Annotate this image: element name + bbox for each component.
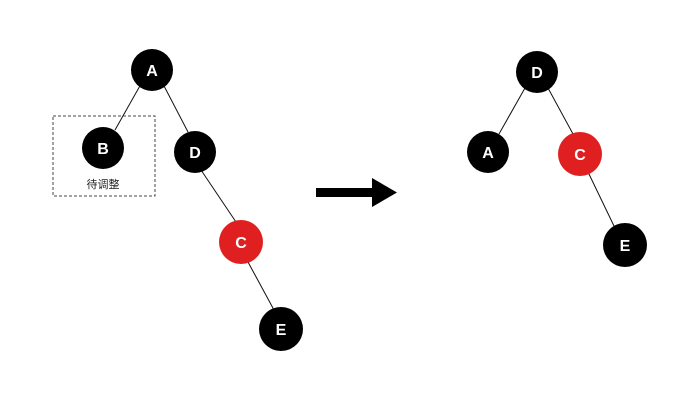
after-node-c: C [558,132,602,176]
arrow-shaft [316,188,376,197]
after-node-e-label: E [620,238,631,255]
before-node-a-circle [131,49,173,91]
before-node-a: A [131,49,173,91]
after-node-e: E [603,223,647,267]
before-node-d-label: D [189,145,201,162]
before-node-b: B [82,127,124,169]
after-node-e-circle [603,223,647,267]
after-node-d-label: D [531,65,543,82]
before-node-b-label: B [97,141,109,158]
after-tree: D A C E [467,51,647,267]
before-node-d: D [174,131,216,173]
after-node-c-circle [558,132,602,176]
arrow-head [372,178,397,207]
before-edge-a-b [114,83,142,131]
before-edge-a-d [162,83,189,133]
after-node-a: A [467,131,509,173]
before-node-d-circle [174,131,216,173]
before-node-c-label: C [235,235,247,252]
before-edge-c-e [247,261,275,311]
before-node-c-circle [219,220,263,264]
before-node-b-circle [82,127,124,169]
pending-adjust-box [52,115,156,197]
after-edge-c-e [587,171,615,227]
after-node-c-label: C [574,147,586,164]
before-node-a-label: A [146,63,158,80]
after-node-d: D [516,51,558,93]
before-node-e-circle [259,307,303,351]
after-node-d-circle [516,51,558,93]
before-node-e-label: E [276,322,287,339]
after-edge-d-c [547,87,574,135]
before-edge-d-c [200,169,237,223]
before-node-e: E [259,307,303,351]
before-tree: 待调整 A B D C E [52,49,303,351]
pending-caption: 待调整 [87,177,120,191]
after-node-a-label: A [482,145,494,162]
after-node-a-circle [467,131,509,173]
right-arrow-icon [316,178,397,207]
after-edge-d-a [498,87,526,135]
before-node-c: C [219,220,263,264]
